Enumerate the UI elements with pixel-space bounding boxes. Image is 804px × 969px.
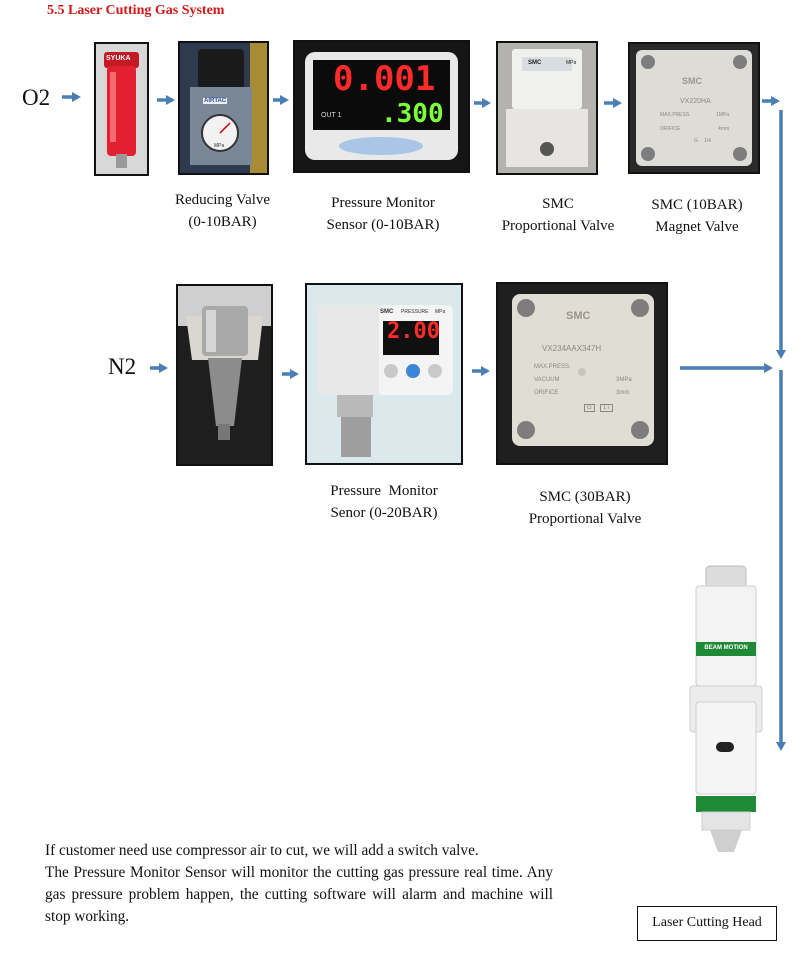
n2-valve-val2: 3mm [616, 390, 630, 396]
caption-n2-pressure-monitor: Pressure Monitor Senor (0-20BAR) [318, 480, 450, 524]
gas-label-n2: N2 [108, 354, 137, 379]
n2-display-brand: SMC [380, 309, 394, 315]
proportional-brand-label: SMC [528, 60, 542, 66]
caption-line: Pressure Monitor [330, 483, 438, 499]
head-brand-band: BEAM MOTION [704, 645, 748, 651]
caption-line: (0-10BAR) [188, 214, 257, 230]
magnet-spec-value: 1MPa [716, 112, 730, 118]
caption-n2-smc-proportional-valve: SMC (30BAR) Proportional Valve [517, 486, 653, 530]
smc-proportional-valve-photo: SMC MPa [496, 41, 598, 175]
caption-line: Senor (0-20BAR) [330, 505, 438, 521]
magnet-orifice-label: ORIFICE [660, 126, 681, 132]
n2-smc-proportional-valve-photo: SMC VX234AAX347H MAX.PRESS. VACUUM ORIFI… [496, 282, 668, 465]
regulator-brand-label: AIRTAC [203, 98, 228, 104]
proportional-unit-label: MPa [566, 60, 577, 66]
magnet-port2-label: 1/4 [704, 138, 711, 144]
n2-display-unit: MPa [435, 309, 446, 315]
caption-smc-proportional-valve: SMC Proportional Valve [490, 193, 626, 237]
n2-valve-spec2: VACUUM [534, 377, 560, 383]
caption-line: Proportional Valve [501, 218, 615, 234]
display-bottom-value: .300 [381, 99, 444, 129]
regulator-unit-label: MPa [214, 143, 225, 149]
caption-smc-magnet-valve: SMC (10BAR) Magnet Valve [641, 194, 753, 238]
caption-line: Magnet Valve [655, 219, 739, 235]
n2-valve-spec1: MAX.PRESS. [534, 364, 571, 370]
n2-pressure-monitor-photo: 2.00 SMC PRESSURE MPa [305, 283, 463, 465]
o2-filter-photo: SYUKA [94, 42, 149, 176]
caption-reducing-valve: Reducing Valve (0-10BAR) [160, 189, 285, 233]
laser-cutting-head-illustration: BEAM MOTION [676, 560, 776, 860]
caption-line: Reducing Valve [174, 192, 271, 208]
magnet-model-label: VX220HA [680, 98, 711, 105]
n2-valve-spec3: ORIFICE [534, 390, 559, 396]
laser-cutting-head-label: Laser Cutting Head [637, 906, 777, 941]
caption-line: Proportional Valve [528, 511, 642, 527]
n2-valve-port: G [584, 404, 595, 412]
description-text: If customer need use compressor air to c… [45, 840, 553, 928]
caption-o2-pressure-monitor: Pressure Monitor Sensor (0-10BAR) [318, 192, 448, 236]
smc-magnet-valve-photo: SMC VX220HA MAX.PRESS. 1MPa ORIFICE 4mm … [628, 42, 760, 174]
display-out-label: OUT 1 [321, 112, 342, 119]
caption-line: Pressure Monitor [331, 195, 435, 211]
caption-line: SMC (30BAR) [539, 489, 631, 505]
n2-valve-brand: SMC [566, 310, 591, 322]
gas-label-o2: O2 [22, 85, 51, 110]
caption-line: SMC [542, 196, 574, 212]
magnet-spec-label: MAX.PRESS. [660, 112, 691, 118]
n2-valve-val1: 3MPa [616, 377, 632, 383]
display-top-value: 0.001 [333, 59, 436, 99]
n2-source-photo [176, 284, 273, 466]
n2-valve-model: VX234AAX347H [542, 344, 602, 353]
description-line-2: The Pressure Monitor Sensor will monitor… [45, 864, 553, 925]
filter-brand-label: SYUKA [106, 55, 131, 62]
caption-line: SMC (10BAR) [651, 197, 743, 213]
section-title: 5.5 Laser Cutting Gas System [47, 3, 225, 18]
magnet-brand-label: SMC [682, 76, 702, 86]
magnet-port-label: G [694, 138, 698, 144]
n2-display-mode: PRESSURE [401, 309, 429, 315]
o2-pressure-monitor-photo: 0.001 .300 OUT 1 [293, 40, 470, 173]
caption-line: Sensor (0-10BAR) [326, 217, 440, 233]
reducing-valve-photo: AIRTAC MPa [178, 41, 269, 175]
description-line-1: If customer need use compressor air to c… [45, 842, 479, 859]
n2-display-value: 2.00 [387, 319, 440, 344]
magnet-orifice-value: 4mm [718, 126, 730, 132]
n2-valve-port2: 1T [600, 404, 614, 412]
